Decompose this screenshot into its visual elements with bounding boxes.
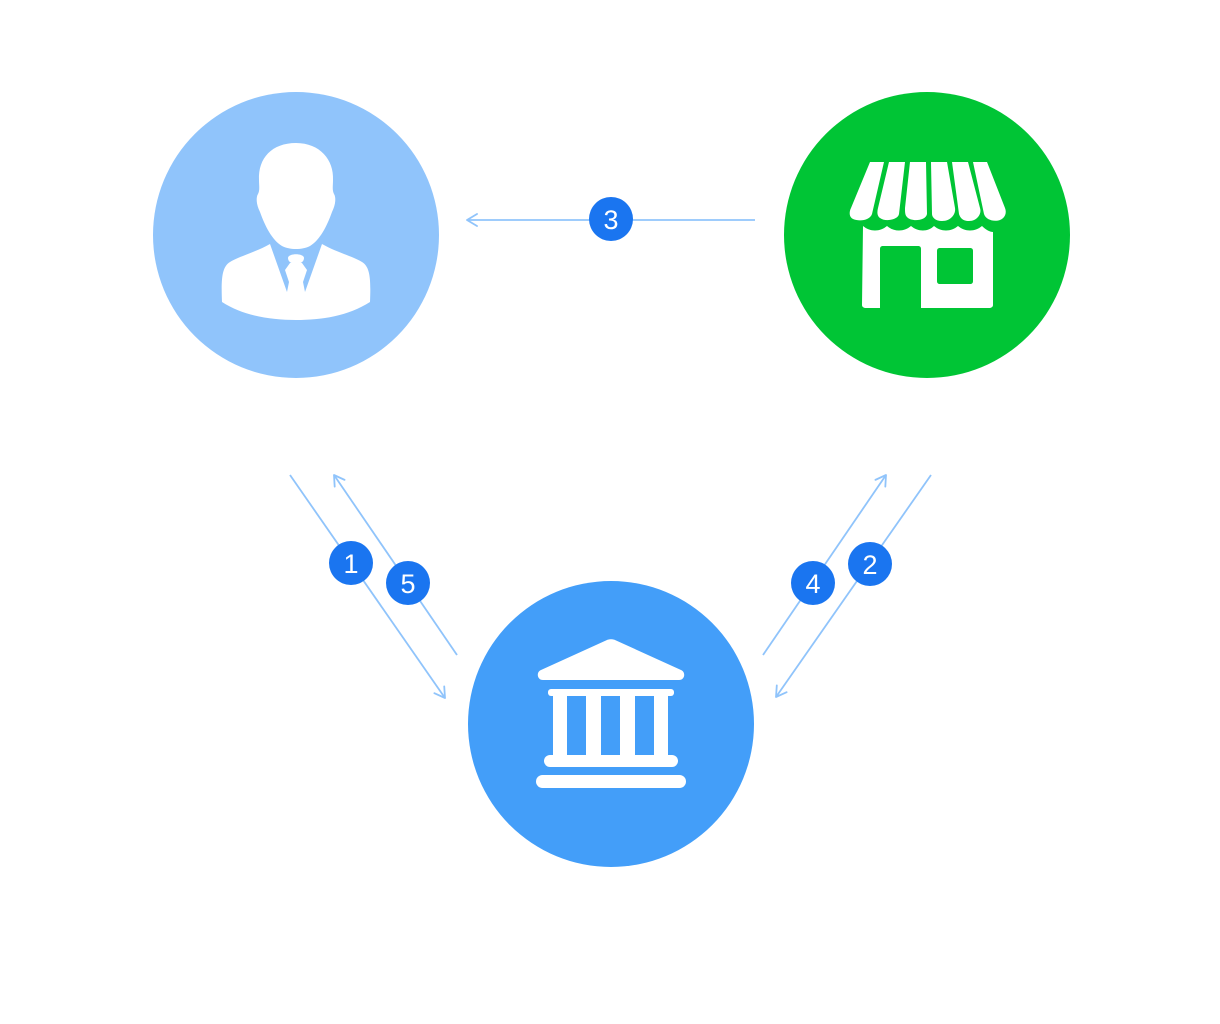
- customer-node: [153, 92, 439, 378]
- step-badge-2-label: 2: [862, 550, 877, 580]
- person-icon: [221, 143, 371, 320]
- step-badge-4: 4: [791, 561, 835, 605]
- step-badge-1-circle: [329, 541, 373, 585]
- flow-arrow-2: [775, 474, 932, 698]
- step-badge-5: 5: [386, 561, 430, 605]
- bank-node: [468, 581, 754, 867]
- step-badge-3-label: 3: [603, 205, 618, 235]
- step-badge-2: 2: [848, 542, 892, 586]
- bank-circle: [468, 581, 754, 867]
- step-badge-5-circle: [386, 561, 430, 605]
- flow-arrow-1: [289, 474, 446, 699]
- storefront-icon: [849, 162, 1006, 308]
- bank-icon: [536, 639, 686, 788]
- step-badge-2-circle: [848, 542, 892, 586]
- step-badge-4-label: 4: [805, 569, 820, 599]
- step-badge-5-label: 5: [400, 569, 415, 599]
- merchant-node: [784, 92, 1070, 378]
- step-badge-3: 3: [589, 197, 633, 241]
- step-badge-1-label: 1: [343, 549, 358, 579]
- step-badge-1: 1: [329, 541, 373, 585]
- step-badge-3-circle: [589, 197, 633, 241]
- step-badge-4-circle: [791, 561, 835, 605]
